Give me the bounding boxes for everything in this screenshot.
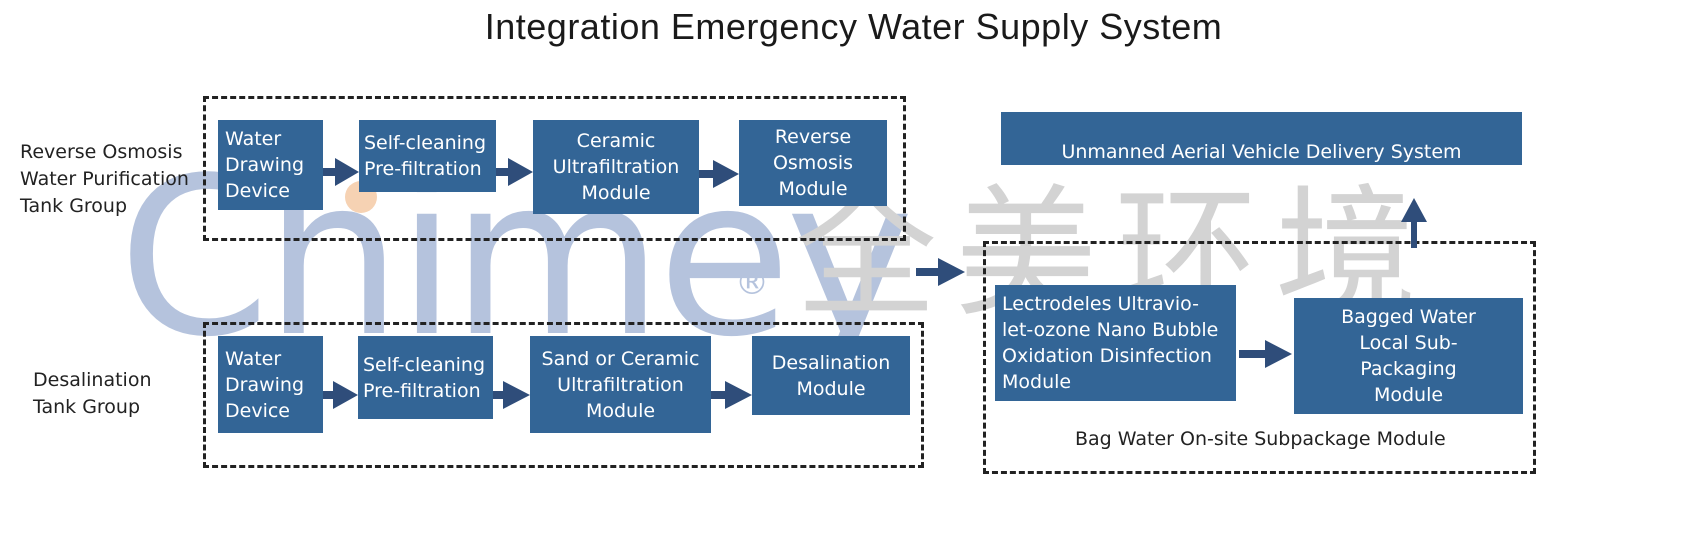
module-text: Lectrodeles Ultravio- — [1002, 293, 1199, 315]
module-text: Module — [1002, 371, 1072, 393]
module-text: Module — [585, 399, 656, 422]
arrow-right-icon — [323, 381, 358, 409]
ro-group-label: Reverse Osmosis Water Purification Tank … — [20, 139, 189, 220]
module-text: Unmanned Aerial Vehicle Delivery System — [1061, 141, 1462, 163]
desal-water-drawing-device[interactable]: Water Drawing Device — [218, 336, 323, 433]
module-text: Drawing — [225, 154, 305, 176]
ro-self-cleaning-prefiltration[interactable]: Self-cleaning Pre-filtration — [359, 120, 496, 192]
diagram-title: Integration Emergency Water Supply Syste… — [484, 6, 1223, 47]
arrow-up-icon — [1401, 198, 1427, 248]
desal-group-label: Desalination Tank Group — [33, 367, 152, 421]
module-text: Water — [225, 128, 282, 150]
module-text: Self-cleaning — [363, 353, 486, 376]
module-text: Drawing — [225, 373, 305, 396]
ro-water-drawing-device[interactable]: Water Drawing Device — [218, 120, 323, 210]
module-text: let-ozone Nano Bubble — [1002, 319, 1219, 341]
module-text: Reverse — [774, 126, 852, 148]
module-text: Ultrafiltration — [552, 156, 680, 178]
ro-group-label-line: Tank Group — [20, 195, 128, 217]
arrow-right-icon — [711, 381, 752, 409]
desal-sand-ceramic-ultrafiltration-module[interactable]: Sand or Ceramic Ultrafiltration Module — [530, 336, 711, 433]
arrow-right-icon — [323, 158, 359, 186]
desal-group-label-line: Tank Group — [33, 396, 141, 418]
arrow-right-icon — [493, 381, 530, 409]
uav-delivery-system[interactable]: Unmanned Aerial Vehicle Delivery System — [1001, 112, 1522, 165]
arrow-right-icon — [496, 158, 533, 186]
bag-packaging-module[interactable]: Bagged Water Local Sub- Packaging Module — [1294, 298, 1523, 414]
module-text: Sand or Ceramic — [541, 347, 700, 370]
module-text: Device — [225, 399, 290, 422]
module-text: Module — [778, 178, 848, 200]
module-text: Module — [796, 377, 866, 400]
ro-reverse-osmosis-module[interactable]: Reverse Osmosis Module — [739, 120, 887, 206]
arrow-right-icon — [916, 258, 965, 286]
module-text: Pre-filtration — [363, 379, 481, 402]
desal-group-label-line: Desalination — [33, 369, 152, 391]
arrow-right-icon — [1239, 340, 1292, 368]
module-text: Water — [225, 347, 282, 370]
module-text: Packaging — [1360, 358, 1457, 380]
module-text: Ceramic — [576, 130, 656, 152]
ro-ceramic-ultrafiltration-module[interactable]: Ceramic Ultrafiltration Module — [533, 120, 699, 214]
module-text: Module — [581, 182, 651, 204]
ro-group-label-line: Reverse Osmosis — [20, 141, 183, 163]
bag-disinfection-module[interactable]: Lectrodeles Ultravio- let-ozone Nano Bub… — [995, 285, 1236, 401]
module-text: Local Sub- — [1359, 332, 1458, 354]
module-text: Pre-filtration — [364, 158, 482, 180]
module-text: Oxidation Disinfection — [1002, 345, 1212, 367]
arrow-right-icon — [699, 160, 739, 188]
bag-water-group-boundary — [983, 241, 1536, 474]
module-text: Self-cleaning — [364, 132, 487, 154]
module-text: Ultrafiltration — [557, 373, 684, 396]
ro-group-label-line: Water Purification — [20, 168, 189, 190]
module-text: Bagged Water — [1341, 306, 1476, 328]
module-text: Device — [225, 180, 290, 202]
ro-group-boundary — [203, 96, 906, 241]
bag-water-group-label: Bag Water On-site Subpackage Module — [1075, 428, 1446, 450]
desal-desalination-module[interactable]: Desalination Module — [752, 336, 910, 415]
watermark-registered: ® — [735, 263, 769, 303]
module-text: Desalination — [771, 351, 891, 374]
desal-group-boundary — [203, 322, 924, 468]
desal-self-cleaning-prefiltration[interactable]: Self-cleaning Pre-filtration — [358, 336, 493, 419]
module-text: Module — [1373, 384, 1444, 406]
module-text: Osmosis — [772, 152, 854, 174]
